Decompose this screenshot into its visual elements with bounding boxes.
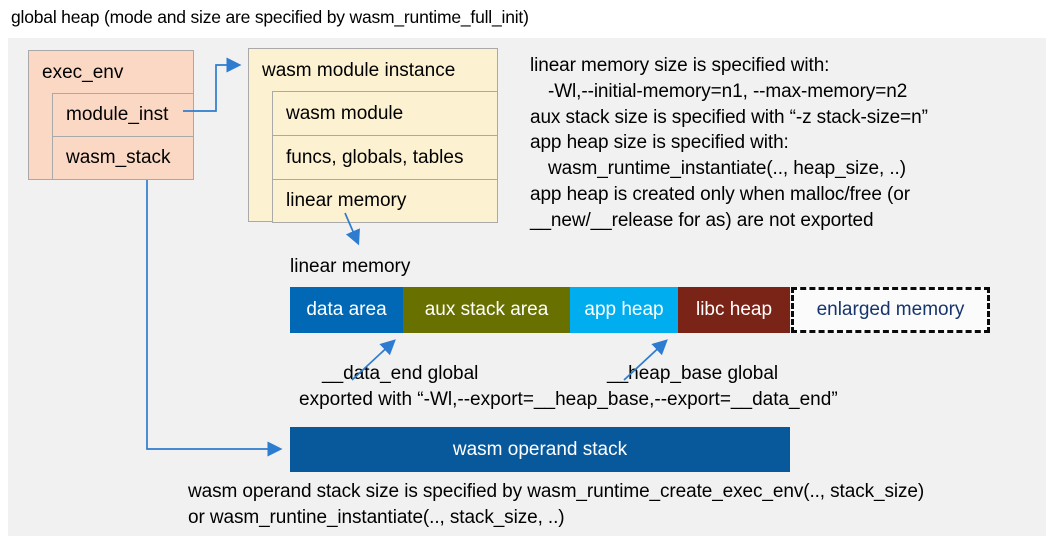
segment-aux-stack-area: aux stack area xyxy=(403,287,570,333)
note-line: aux stack size is specified with “-z sta… xyxy=(530,106,928,128)
module-instance-row-wasm-module: wasm module xyxy=(272,91,498,136)
footer-line-2: or wasm_runtine_instantiate(.., stack_si… xyxy=(188,506,565,528)
note-line: app heap size is specified with: xyxy=(530,132,789,154)
note-line: __new/__release for as) are not exported xyxy=(530,209,874,231)
data-end-global-label: __data_end global xyxy=(322,363,479,384)
operand-stack-bar: wasm operand stack xyxy=(290,427,790,472)
note-line: linear memory size is specified with: xyxy=(530,55,830,76)
footer-line-1: wasm operand stack size is specified by … xyxy=(188,481,925,502)
segment-data-area: data area xyxy=(290,287,403,333)
segment-libc-heap: libc heap xyxy=(678,287,790,333)
linear-memory-label: linear memory xyxy=(290,256,411,277)
footer-text: wasm operand stack size is specified by … xyxy=(188,479,1038,530)
module-instance-row-funcs-globals-tables: funcs, globals, tables xyxy=(272,135,498,180)
exec-env-row-wasm-stack: wasm_stack xyxy=(52,136,194,180)
module-instance-row-linear-memory: linear memory xyxy=(272,179,498,223)
exec-env-header: exec_env xyxy=(42,62,124,83)
note-line: app heap is created only when malloc/fre… xyxy=(530,183,910,205)
notes-block: linear memory size is specified with: -W… xyxy=(530,53,1040,234)
exec-env-row-module-inst: module_inst xyxy=(52,93,194,137)
segment-enlarged-memory: enlarged memory xyxy=(791,287,990,333)
note-line: -Wl,--initial-memory=n1, --max-memory=n2 xyxy=(548,80,908,102)
note-line: wasm_runtime_instantiate(.., heap_size, … xyxy=(548,158,906,180)
exported-with-label: exported with “-Wl,--export=__heap_base,… xyxy=(299,389,838,410)
page-title: global heap (mode and size are specified… xyxy=(11,7,529,27)
segment-app-heap: app heap xyxy=(570,287,678,333)
heap-base-global-label: __heap_base global xyxy=(607,363,779,384)
module-instance-header: wasm module instance xyxy=(262,60,456,81)
